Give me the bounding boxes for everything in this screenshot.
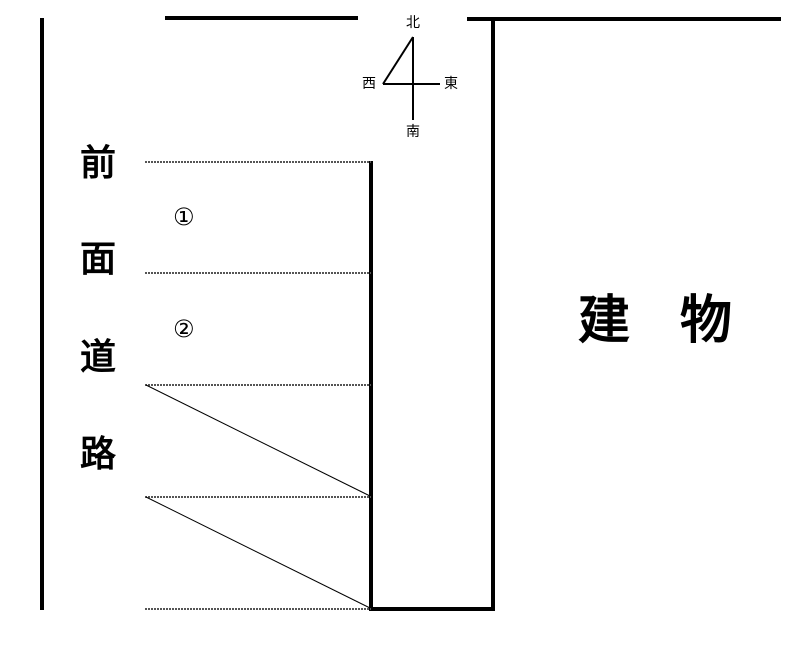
parking-spot-1-label: ①	[173, 203, 195, 231]
stall-divider-lines	[145, 161, 371, 610]
compass-west: 西	[362, 76, 376, 92]
compass-icon	[382, 36, 440, 120]
compass-north: 北	[406, 15, 420, 31]
road-label-char-4: 路	[80, 434, 117, 475]
compass-south: 南	[406, 124, 420, 140]
road-label-char-2: 面	[80, 239, 117, 280]
building-label-char-1: 建	[578, 291, 631, 351]
road-label-char-1: 前	[80, 143, 117, 184]
compass-east: 東	[444, 76, 458, 92]
no-parking-diagonals	[145, 384, 371, 609]
road-label-char-3: 道	[80, 337, 117, 378]
parking-spot-2-label: ②	[173, 315, 195, 343]
building-label-char-2: 物	[680, 291, 733, 351]
